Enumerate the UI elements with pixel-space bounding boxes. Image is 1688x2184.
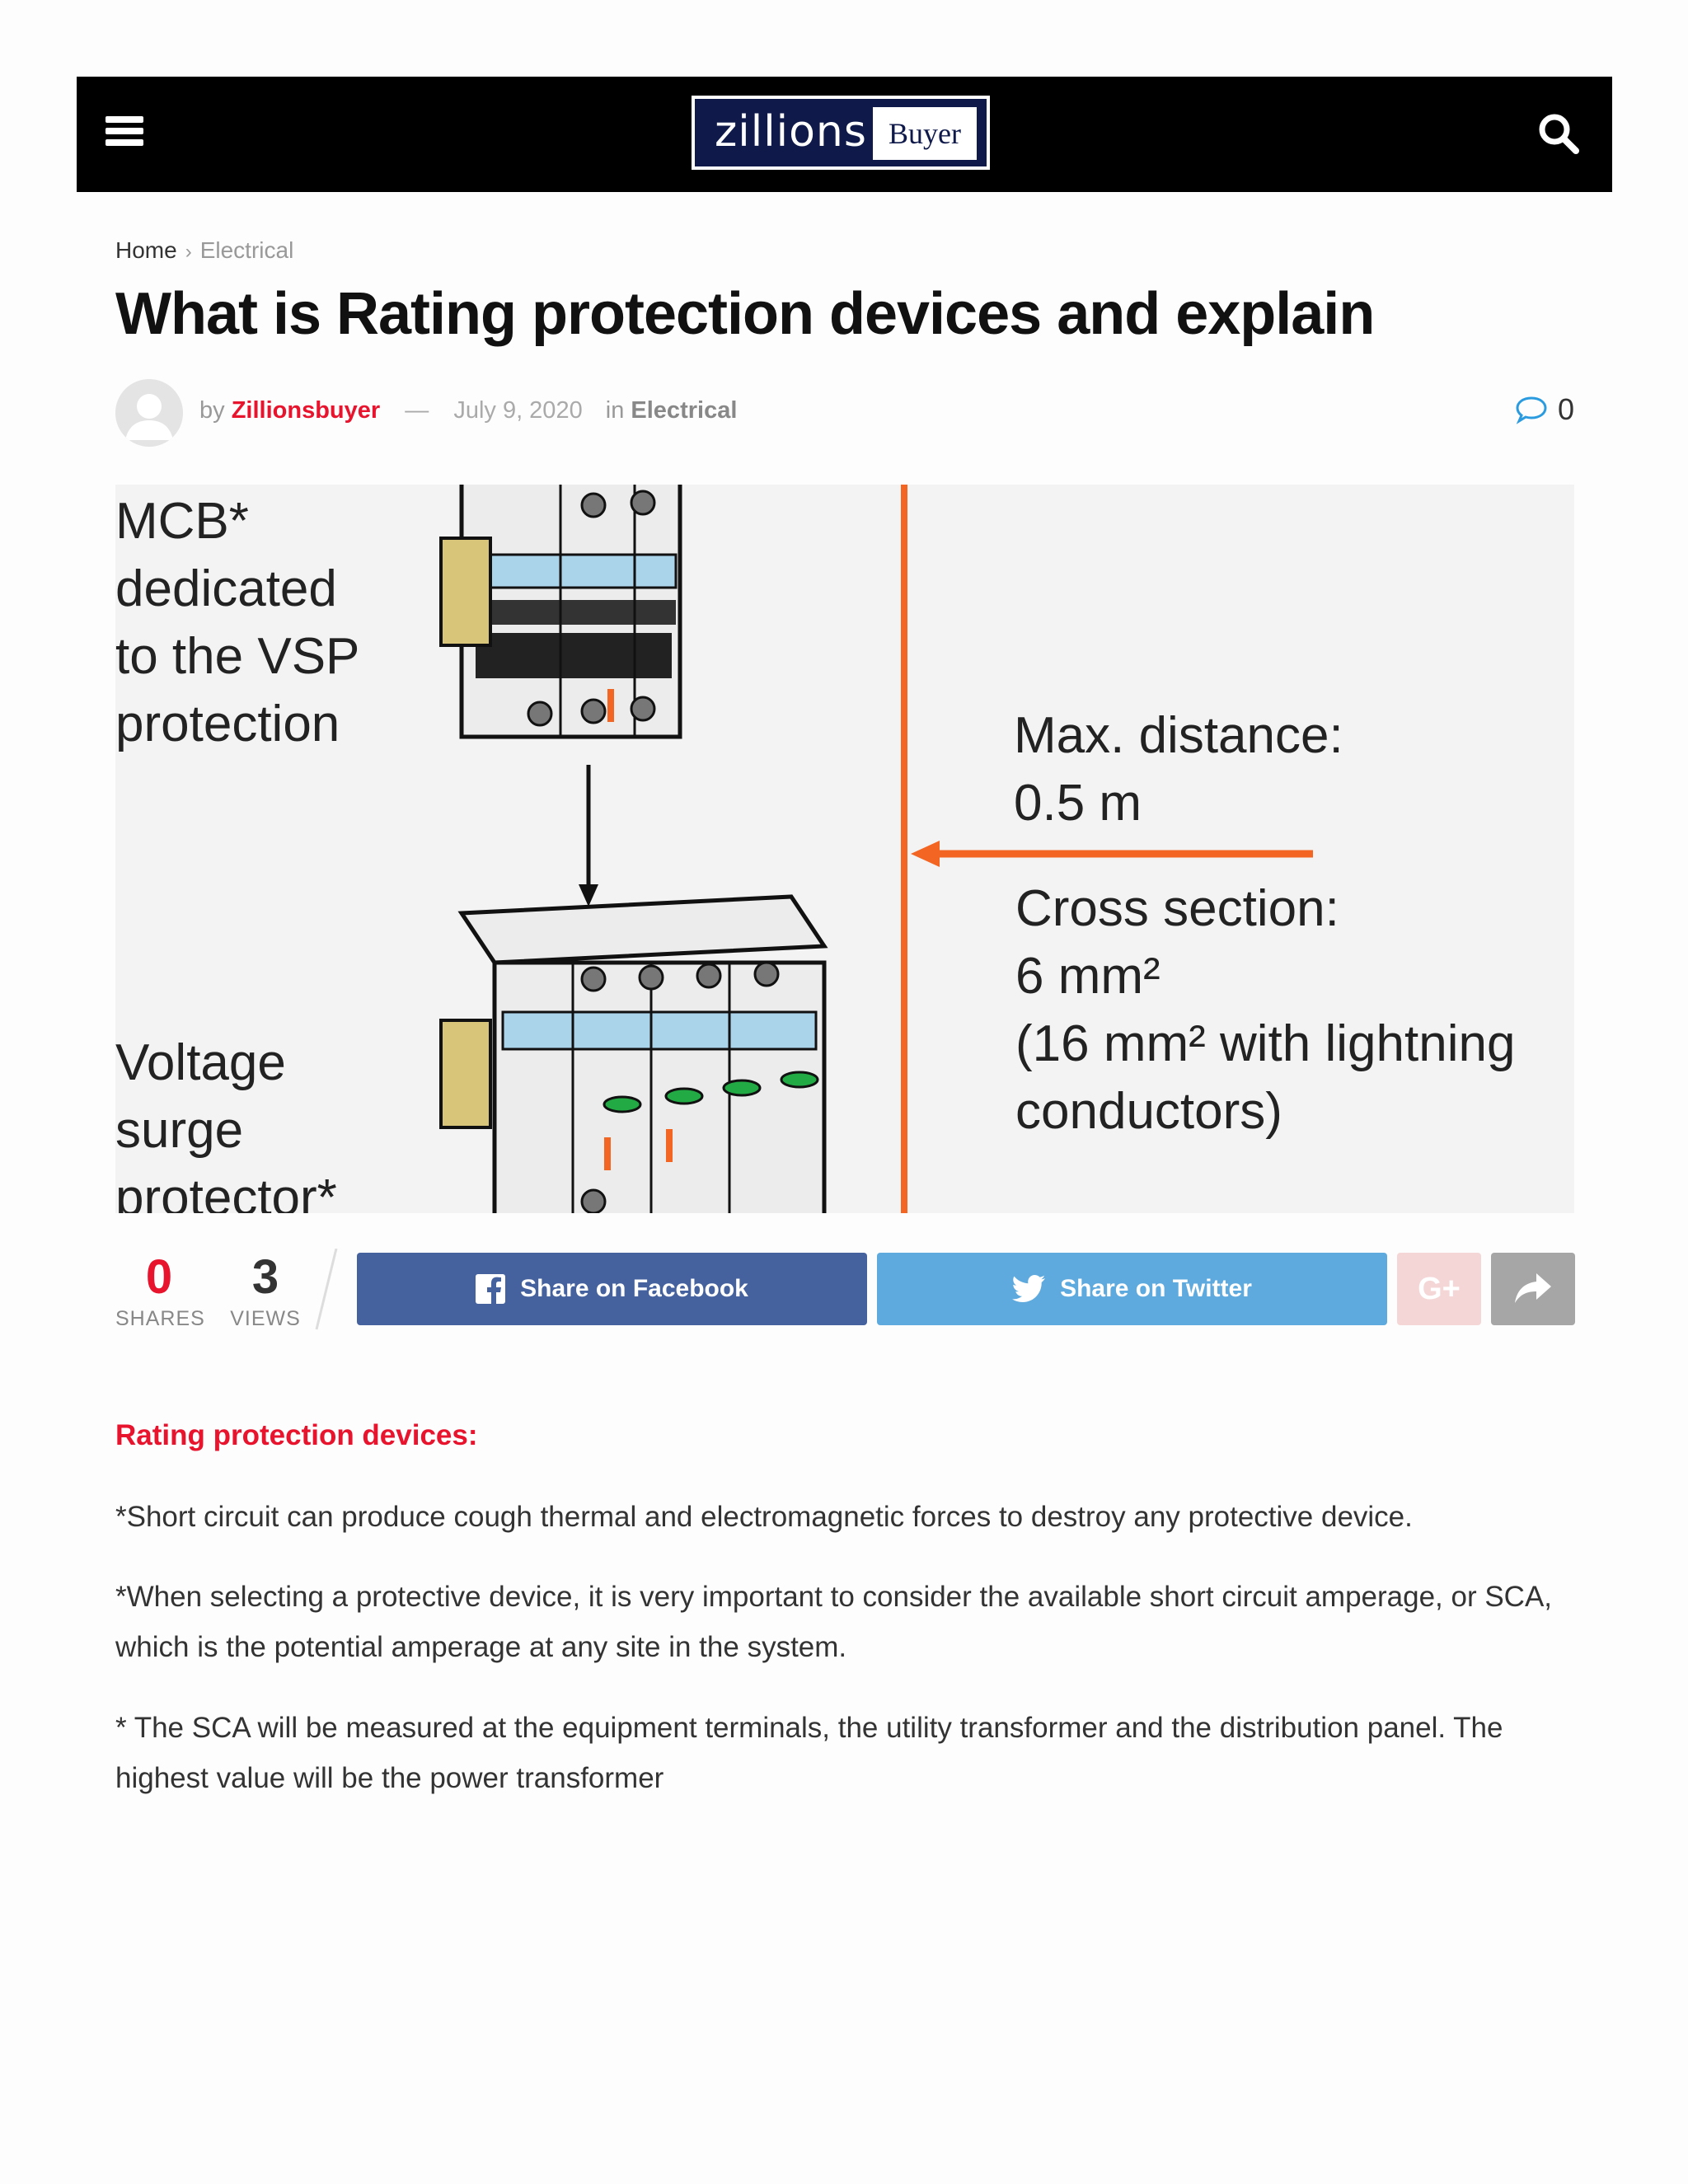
label-mcb-line3: to the VSP — [115, 628, 359, 685]
meta-dash: — — [405, 397, 429, 424]
hamburger-menu-icon[interactable] — [106, 116, 143, 149]
shares-count: 0 — [145, 1250, 173, 1304]
meta-by-label: by — [199, 397, 225, 424]
label-vsp-line3: protector* — [115, 1169, 337, 1213]
label-cross-line4: conductors) — [1015, 1083, 1282, 1140]
comment-icon — [1516, 396, 1547, 424]
comment-count: 0 — [1557, 392, 1574, 426]
page-title: What is Rating protection devices and ex… — [115, 281, 1375, 347]
counter-divider — [315, 1249, 338, 1330]
chevron-right-icon: › — [185, 241, 192, 263]
logo-subtitle: Buyer — [873, 107, 977, 160]
breadcrumb: Home › Electrical — [115, 237, 293, 264]
search-icon[interactable] — [1536, 111, 1581, 156]
featured-image: MCB* dedicated to the VSP protection Vol… — [115, 485, 1574, 1213]
share-facebook-label: Share on Facebook — [520, 1275, 748, 1302]
author-link[interactable]: Zillionsbuyer — [231, 397, 381, 424]
author-avatar[interactable] — [115, 379, 183, 447]
comments-link[interactable]: 0 — [1515, 392, 1574, 427]
facebook-icon — [476, 1274, 506, 1304]
label-cross-line1: Cross section: — [1015, 880, 1339, 937]
label-cross-line2: 6 mm² — [1015, 948, 1160, 1005]
label-distance-line1: Max. distance: — [1014, 707, 1343, 764]
label-distance-line2: 0.5 m — [1014, 775, 1142, 832]
share-google-plus-button[interactable]: G+ — [1397, 1253, 1481, 1325]
views-label: VIEWS — [230, 1307, 301, 1330]
shares-label: SHARES — [115, 1307, 205, 1330]
breadcrumb-category-link[interactable]: Electrical — [199, 237, 294, 263]
logo-wordmark: zillions — [715, 107, 867, 157]
label-mcb-line4: protection — [115, 696, 340, 752]
views-counter: 3 VIEWS — [224, 1253, 307, 1331]
google-plus-icon: G+ — [1418, 1271, 1461, 1306]
surge-protector-illustration — [439, 894, 828, 1213]
post-date[interactable]: July 9, 2020 — [453, 397, 583, 424]
breadcrumb-home-link[interactable]: Home — [115, 237, 177, 263]
label-mcb-line2: dedicated — [115, 560, 337, 617]
share-twitter-label: Share on Twitter — [1060, 1275, 1252, 1302]
label-cross-line3: (16 mm² with lightning — [1015, 1015, 1515, 1072]
post-meta: by Zillionsbuyer — July 9, 2020 in Elect… — [199, 397, 737, 424]
meta-in-label: in — [605, 397, 625, 424]
site-header: zillions Buyer — [77, 77, 1612, 192]
views-count: 3 — [251, 1250, 279, 1304]
twitter-bird-icon — [1012, 1275, 1046, 1302]
share-facebook-button[interactable]: Share on Facebook — [357, 1253, 867, 1325]
share-arrow-icon — [1515, 1273, 1551, 1303]
shares-counter: 0 SHARES — [115, 1250, 205, 1331]
share-twitter-button[interactable]: Share on Twitter — [877, 1253, 1387, 1325]
share-more-button[interactable] — [1491, 1253, 1575, 1325]
label-vsp-line2: surge — [115, 1102, 243, 1159]
article-paragraph-1: *Short circuit can produce cough thermal… — [115, 1501, 1413, 1533]
article-subheading: Rating protection devices: — [115, 1419, 478, 1451]
article-paragraph-2: *When selecting a protective device, it … — [115, 1581, 1553, 1663]
mcb-device-illustration — [439, 485, 682, 739]
post-category-link[interactable]: Electrical — [631, 397, 738, 424]
article-paragraph-3: * The SCA will be measured at the equipm… — [115, 1712, 1503, 1794]
label-mcb-line1: MCB* — [115, 493, 249, 550]
label-vsp-line1: Voltage — [115, 1034, 286, 1091]
site-logo[interactable]: zillions Buyer — [692, 96, 990, 170]
